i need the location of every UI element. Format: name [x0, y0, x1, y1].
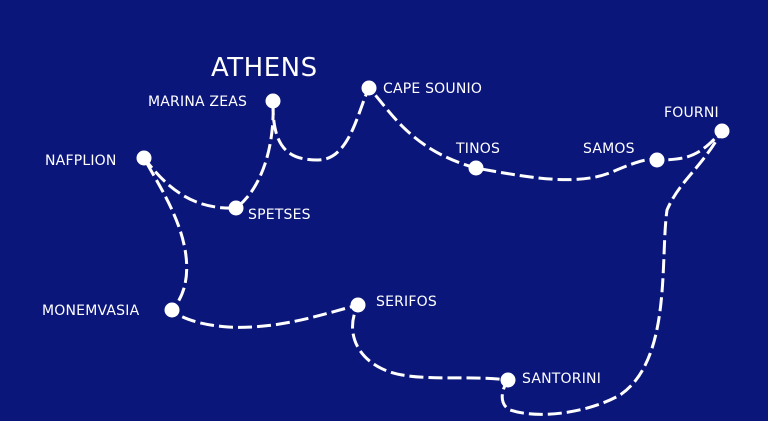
stop-dot — [164, 302, 180, 318]
stop-dot — [500, 372, 516, 388]
stop-dot — [649, 152, 665, 168]
stop-label: SANTORINI — [522, 371, 601, 387]
stop-dot — [228, 200, 244, 216]
stop-label: FOURNI — [664, 105, 719, 121]
stop-serifos: SERIFOS — [350, 294, 437, 313]
stop-tinos: TINOS — [455, 141, 500, 176]
stop-monemvasia: MONEMVASIA — [42, 302, 180, 319]
stop-label: SPETSES — [248, 207, 311, 223]
stop-dot — [468, 160, 484, 176]
stop-dot — [361, 80, 377, 96]
stop-dot — [350, 297, 366, 313]
stop-dot — [714, 123, 730, 139]
stop-cape-sounio: CAPE SOUNIO — [361, 80, 482, 97]
stop-dot — [136, 150, 152, 166]
stop-fourni: FOURNI — [664, 105, 730, 139]
stop-label: TINOS — [455, 141, 500, 157]
stop-label: CAPE SOUNIO — [383, 81, 482, 97]
stop-santorini: SANTORINI — [500, 371, 601, 388]
stop-spetses: SPETSES — [228, 200, 311, 223]
stop-label: MONEMVASIA — [42, 303, 140, 319]
stop-label: SAMOS — [583, 141, 635, 157]
stop-label: SERIFOS — [376, 294, 437, 310]
stop-label: NAFPLION — [45, 153, 117, 169]
stop-nafplion: NAFPLION — [45, 150, 152, 169]
stop-samos: SAMOS — [583, 141, 665, 168]
stop-dot — [265, 93, 281, 109]
stop-marina-zeas: MARINA ZEAS — [148, 93, 281, 110]
stop-label: MARINA ZEAS — [148, 94, 247, 110]
region-label-athens: ATHENS — [211, 53, 318, 83]
